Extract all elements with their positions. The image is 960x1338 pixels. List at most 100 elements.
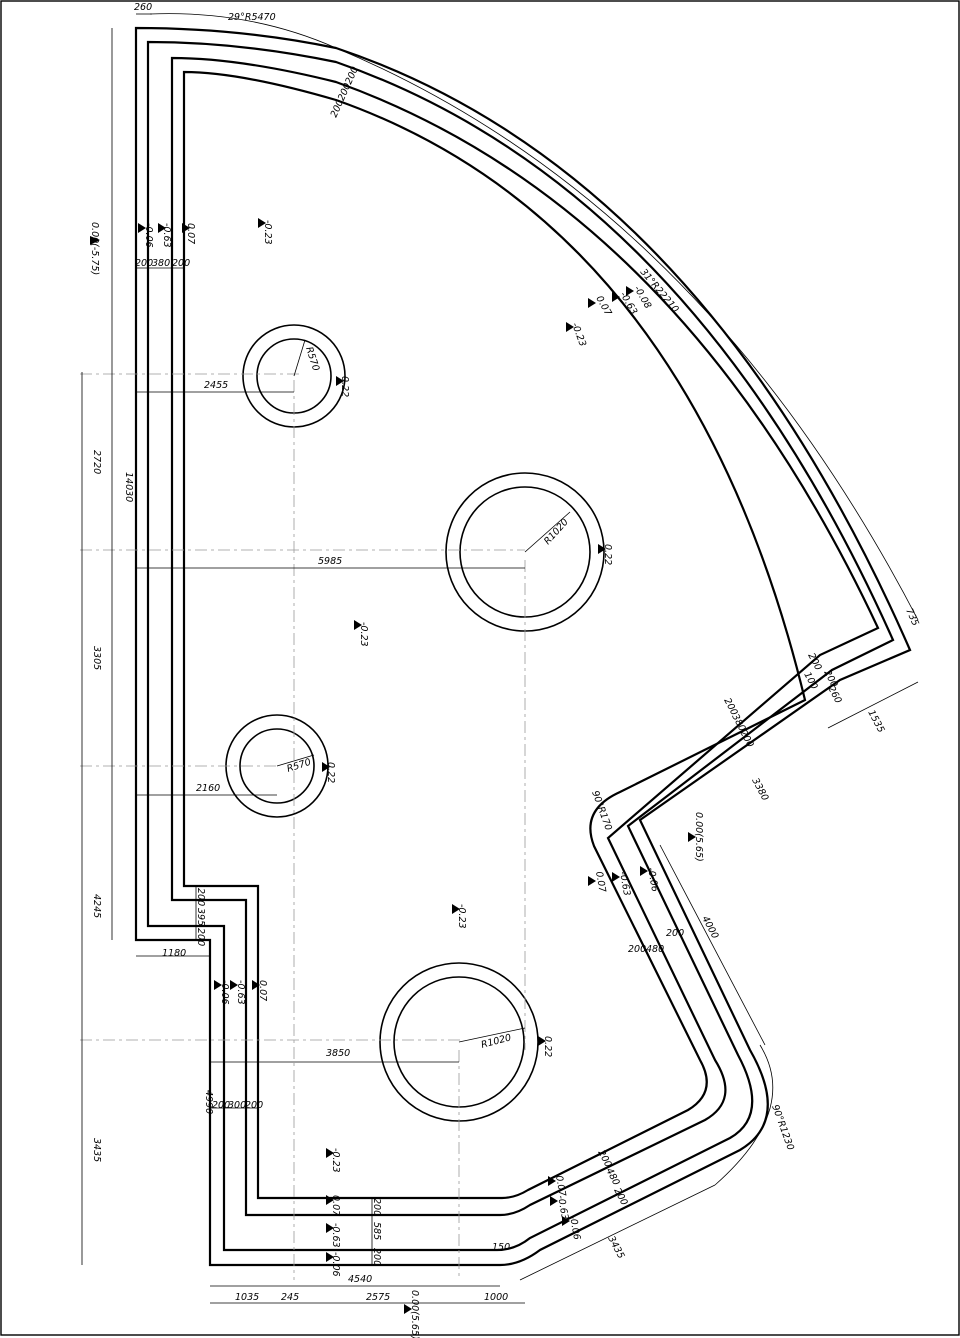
dim-text: 3380 bbox=[749, 776, 770, 803]
pool-wall-outer bbox=[134, 26, 912, 1267]
level-marker: 0.07 bbox=[252, 980, 268, 1001]
level-marker: -0.63 bbox=[230, 980, 246, 1005]
dim-text: 4540 bbox=[348, 1274, 372, 1285]
dim-text: 1035 bbox=[235, 1292, 259, 1303]
level-marker: 0.07 bbox=[588, 871, 608, 894]
level-marker: -0.23 bbox=[566, 321, 588, 348]
svg-text:0.07: 0.07 bbox=[257, 980, 268, 1001]
level-marker: -0.06 bbox=[138, 223, 154, 248]
svg-text:-0.06: -0.06 bbox=[330, 1252, 341, 1277]
dim-text: 4245 bbox=[91, 894, 102, 918]
dim-text: 260 bbox=[825, 684, 843, 705]
level-marker: 0.07 bbox=[182, 223, 196, 244]
svg-text:0.22: 0.22 bbox=[325, 762, 336, 783]
level-marker: -0.23 bbox=[258, 218, 273, 245]
svg-text:0.00(5.65): 0.00(5.65) bbox=[409, 1290, 420, 1338]
arc-dim bbox=[714, 1044, 774, 1186]
dim-text: 29°R5470 bbox=[228, 12, 276, 23]
svg-text:-0.23: -0.23 bbox=[358, 622, 369, 647]
level-marker: -0.23 bbox=[354, 620, 369, 647]
arc-dim bbox=[335, 47, 919, 621]
dim-text: 200 bbox=[245, 1100, 263, 1111]
level-marker: 0.22 bbox=[538, 1036, 553, 1057]
dim-text: 4000 bbox=[699, 914, 720, 941]
level-marker: -0.06 bbox=[214, 980, 230, 1005]
svg-text:0.00(5.65): 0.00(5.65) bbox=[693, 812, 704, 862]
dim-text: 200 bbox=[666, 928, 684, 939]
level-marker: 0.00(5.65) bbox=[688, 812, 704, 862]
svg-text:-0.23: -0.23 bbox=[569, 321, 588, 348]
dim-text: 3850 bbox=[326, 1048, 350, 1059]
svg-text:0.07: 0.07 bbox=[185, 223, 196, 244]
svg-text:-0.23: -0.23 bbox=[330, 1148, 341, 1173]
radius-label: R570 bbox=[286, 757, 313, 775]
svg-text:-0.63: -0.63 bbox=[617, 871, 632, 897]
level-marker: -0.06 bbox=[326, 1252, 341, 1277]
dim-text: 1535 bbox=[865, 708, 886, 735]
svg-text:0.07: 0.07 bbox=[593, 294, 613, 318]
level-marker: 0.07 bbox=[548, 1175, 568, 1198]
dim-text: 380 bbox=[152, 258, 170, 269]
dim-text: 2455 bbox=[204, 380, 228, 391]
svg-text:-0.06: -0.06 bbox=[645, 867, 660, 893]
svg-text:-0.23: -0.23 bbox=[456, 904, 467, 929]
arc-dim bbox=[827, 681, 919, 729]
dim-text: 245 bbox=[281, 1292, 299, 1303]
svg-text:-0.63: -0.63 bbox=[330, 1223, 341, 1248]
dim-text: 100 bbox=[801, 670, 819, 691]
pool-wall-inner bbox=[182, 70, 807, 1200]
dim-text: 735 bbox=[903, 607, 920, 628]
svg-text:-0.63: -0.63 bbox=[161, 223, 172, 248]
dim-text: 90°R170 bbox=[589, 789, 614, 832]
level-marker: -0.23 bbox=[326, 1148, 341, 1173]
radius-line bbox=[458, 1027, 526, 1043]
level-marker: -0.63 bbox=[326, 1223, 341, 1248]
svg-text:-0.23: -0.23 bbox=[262, 220, 273, 245]
level-marker: 0.22 bbox=[336, 376, 350, 397]
svg-text:0.22: 0.22 bbox=[602, 544, 613, 565]
level-marker: 0.00(5.65) bbox=[404, 1290, 420, 1338]
dim-text: 2160 bbox=[196, 783, 220, 794]
svg-text:-0.06: -0.06 bbox=[143, 223, 154, 248]
dim-text: 200 bbox=[371, 1198, 382, 1216]
dim-text: 3305 bbox=[91, 646, 102, 670]
svg-text:-0.63: -0.63 bbox=[555, 1195, 570, 1221]
level-marker: 0.00(-5.75) bbox=[89, 222, 100, 275]
arc-dim bbox=[149, 13, 337, 49]
dim-text: 480 bbox=[603, 1166, 621, 1187]
level-marker: -0.23 bbox=[452, 904, 467, 929]
arc-dim bbox=[519, 1184, 716, 1281]
dim-text: 300 bbox=[228, 1100, 246, 1111]
arc-dim bbox=[659, 844, 766, 1046]
dim-text: 260 bbox=[134, 2, 152, 13]
svg-text:-0.06: -0.06 bbox=[567, 1215, 582, 1241]
radius-label: R1020 bbox=[542, 517, 571, 547]
dim-text: 4990 bbox=[203, 1090, 214, 1114]
pool-wall-2 bbox=[146, 40, 895, 1252]
dim-text: 5985 bbox=[318, 556, 342, 567]
svg-text:0.07: 0.07 bbox=[330, 1195, 341, 1216]
dim-text: 90°R1230 bbox=[769, 1103, 796, 1152]
svg-text:0.07: 0.07 bbox=[593, 871, 608, 894]
dim-text: 3435 bbox=[91, 1138, 102, 1162]
svg-text:0.07: 0.07 bbox=[553, 1175, 568, 1198]
svg-text:0.00(-5.75): 0.00(-5.75) bbox=[89, 222, 100, 275]
dim-text: 200 bbox=[135, 258, 153, 269]
dim-text: 585 bbox=[371, 1222, 382, 1240]
dim-text: 200200200 bbox=[329, 65, 361, 119]
level-marker: 0.07 bbox=[326, 1195, 341, 1216]
radius-label: R570 bbox=[303, 346, 321, 373]
dim-text: 14030 bbox=[123, 472, 134, 502]
dim-text: 1000 bbox=[484, 1292, 508, 1303]
dim-text: 200 bbox=[195, 888, 206, 906]
level-marker: -0.06 bbox=[562, 1215, 582, 1241]
radius-label: R1020 bbox=[480, 1032, 513, 1051]
svg-text:0.22: 0.22 bbox=[339, 376, 350, 397]
radius-line bbox=[524, 511, 571, 553]
level-marker: -0.63 bbox=[550, 1195, 570, 1221]
dim-text: 150 bbox=[492, 1242, 510, 1253]
level-marker: 0.22 bbox=[322, 762, 336, 783]
dim-text: 2720 bbox=[91, 450, 102, 474]
